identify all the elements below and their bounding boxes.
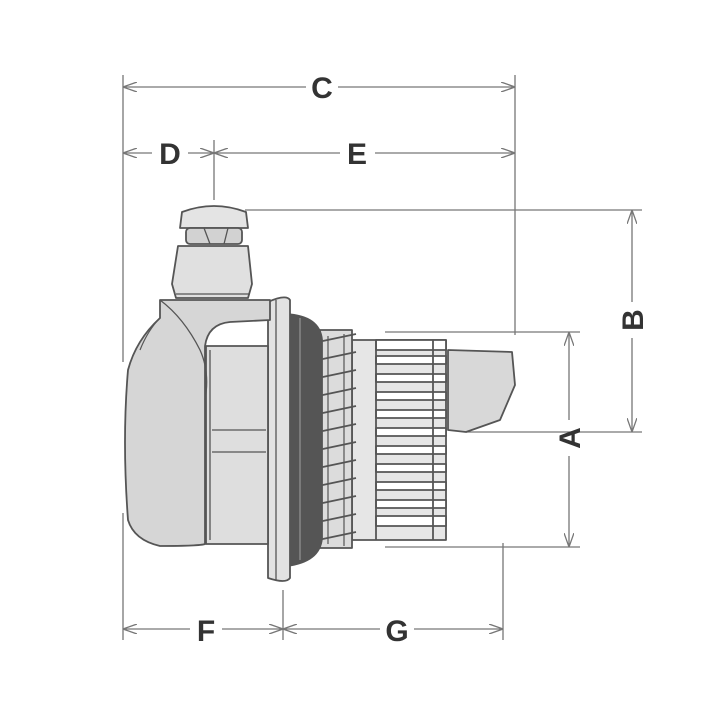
dimension-c: C [124,72,514,105]
slotted-cage [351,339,447,541]
dimension-b-label: B [617,309,650,331]
dimension-d: D [124,138,213,171]
extension-lines [122,75,642,640]
dimension-c-label: C [311,72,333,105]
valve-body [124,205,516,582]
dimension-g: G [284,615,502,648]
outlet-tab [447,349,516,433]
dimension-e-label: E [347,138,367,171]
gasket-ring [285,313,323,567]
dimension-a: A [554,333,587,546]
cap-top [179,205,249,229]
threaded-section [317,329,357,549]
flange [267,296,291,582]
dimension-f: F [124,615,282,648]
dimension-d-label: D [159,138,181,171]
dimension-f-label: F [197,615,215,648]
dimension-g-label: G [385,615,408,648]
housing [124,299,271,547]
dimension-e: E [215,138,514,171]
dimension-a-label: A [554,427,587,449]
dimension-b: B [617,211,650,431]
hex-nut [205,345,269,545]
cap-stem [171,245,253,299]
cap-collar [185,227,243,245]
